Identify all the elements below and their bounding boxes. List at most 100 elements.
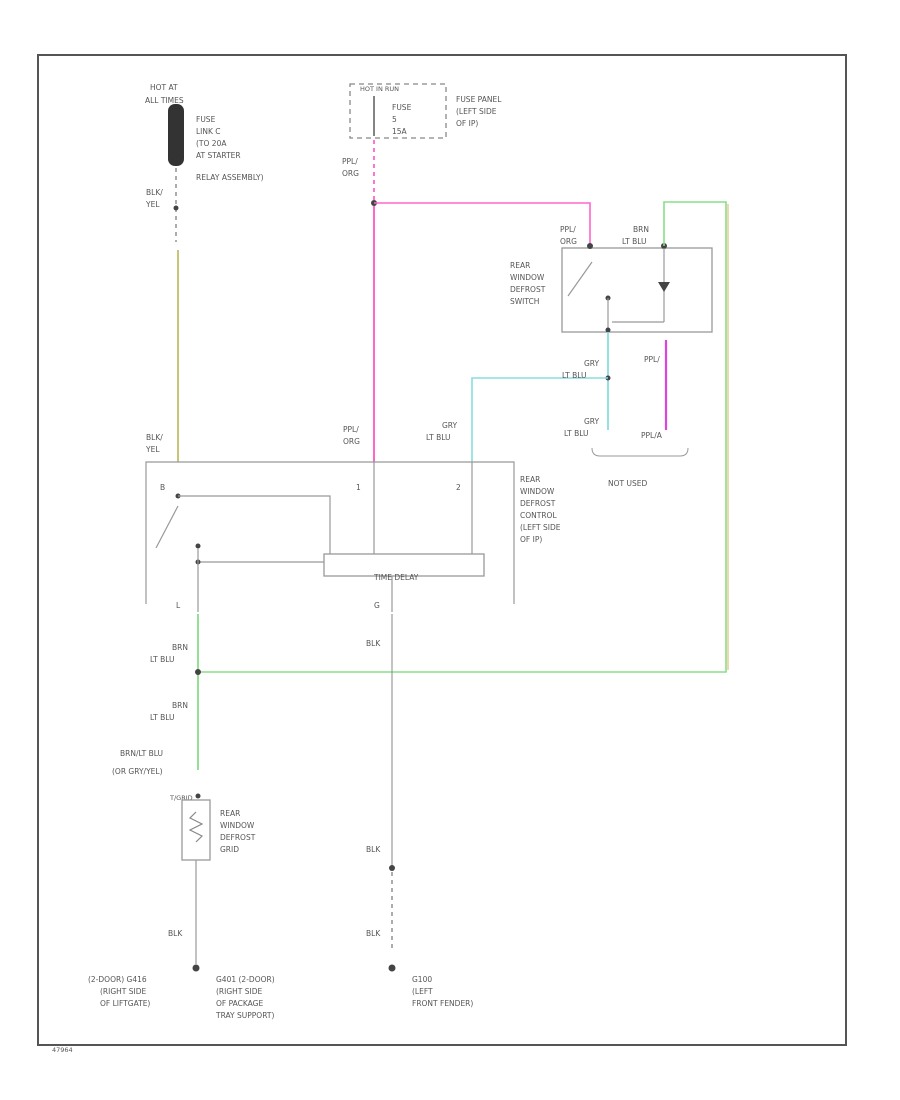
- svg-text:5: 5: [392, 115, 397, 124]
- relay-coil-lead: [178, 495, 331, 561]
- switch-terminal: [605, 327, 611, 333]
- defrost-control-label: REAR WINDOW DEFROST CONTROL (LEFT SIDE O…: [520, 475, 561, 544]
- relay-terminal: [195, 543, 201, 549]
- figure-id: 47964: [52, 1046, 73, 1054]
- svg-text:WINDOW: WINDOW: [520, 487, 555, 496]
- ground-g100-label: G100 (LEFT FRONT FENDER): [412, 975, 473, 1008]
- svg-text:YEL: YEL: [145, 445, 160, 454]
- svg-text:DEFROST: DEFROST: [220, 833, 256, 842]
- svg-text:DEFROST: DEFROST: [510, 285, 546, 294]
- svg-text:REAR: REAR: [510, 261, 530, 270]
- svg-text:BRN: BRN: [172, 701, 188, 710]
- pin-l: L: [176, 601, 181, 610]
- svg-text:LT BLU: LT BLU: [150, 713, 175, 722]
- wire-label-gry-ltblu-control: GRY LT BLU: [426, 421, 458, 442]
- svg-text:OF IP): OF IP): [520, 535, 542, 544]
- wire-ppl-org-to-switch: [374, 202, 591, 245]
- pin-2: 2: [456, 483, 461, 492]
- switch-contact: [567, 261, 593, 297]
- svg-text:OF PACKAGE: OF PACKAGE: [216, 999, 263, 1008]
- svg-text:(LEFT: (LEFT: [412, 987, 433, 996]
- svg-text:GRY: GRY: [584, 417, 600, 426]
- fuse-panel-label: FUSE PANEL (LEFT SIDE OF IP): [456, 95, 502, 128]
- defrost-switch-label: REAR WINDOW DEFROST SWITCH: [510, 261, 546, 306]
- ground-g401: [192, 964, 200, 972]
- defrost-grid-element: [188, 811, 204, 843]
- svg-text:REAR: REAR: [220, 809, 240, 818]
- wire-label-ppl-org-top: PPL/ ORG: [342, 157, 359, 178]
- svg-text:CONTROL: CONTROL: [520, 511, 557, 520]
- svg-text:GRY: GRY: [584, 359, 600, 368]
- wire-label-ppl-nu: PPL/: [644, 355, 660, 364]
- pin-g: G: [374, 601, 380, 610]
- wire-label-ppl-org-switch: PPL/ ORG: [560, 225, 577, 246]
- svg-text:(LEFT SIDE: (LEFT SIDE: [520, 523, 561, 532]
- grid-tag: T/GRID: [169, 794, 193, 802]
- switch-indicator-lamp: [658, 282, 670, 292]
- svg-text:GRID: GRID: [220, 845, 239, 854]
- svg-text:RELAY ASSEMBLY): RELAY ASSEMBLY): [196, 173, 264, 182]
- svg-text:BRN: BRN: [172, 643, 188, 652]
- wire-label-brn-ltblu-mid: BRN LT BLU: [150, 643, 188, 664]
- switch-terminal: [587, 243, 593, 249]
- svg-text:DEFROST: DEFROST: [520, 499, 556, 508]
- wire-label-blk-ground2: BLK: [366, 929, 381, 938]
- time-delay-label: TIME DELAY: [373, 573, 419, 582]
- defrost-grid-box: [181, 799, 211, 861]
- wire-label-blk-delay: BLK: [366, 639, 381, 648]
- svg-text:AT STARTER: AT STARTER: [196, 151, 241, 160]
- defrost-grid-label: REAR WINDOW DEFROST GRID: [220, 809, 256, 854]
- svg-text:G401 (2-DOOR): G401 (2-DOOR): [216, 975, 275, 984]
- svg-text:OF LIFTGATE): OF LIFTGATE): [100, 999, 150, 1008]
- wire-label-blk-grid-ground: BLK: [168, 929, 183, 938]
- svg-text:LT BLU: LT BLU: [562, 371, 587, 380]
- svg-text:LT BLU: LT BLU: [564, 429, 589, 438]
- svg-text:ORG: ORG: [343, 437, 360, 446]
- svg-text:LINK C: LINK C: [196, 127, 221, 136]
- svg-text:REAR: REAR: [520, 475, 540, 484]
- wire-label-brn-ltblu-switch: BRN LT BLU: [622, 225, 649, 246]
- svg-text:(2-DOOR) G416: (2-DOOR) G416: [88, 975, 147, 984]
- svg-text:(TO 20A: (TO 20A: [196, 139, 227, 148]
- svg-text:ORG: ORG: [560, 237, 577, 246]
- svg-text:(RIGHT SIDE: (RIGHT SIDE: [100, 987, 147, 996]
- pin-1: 1: [356, 483, 361, 492]
- wire-label-blk-yel-top: BLK/ YEL: [145, 188, 163, 209]
- svg-text:G100: G100: [412, 975, 432, 984]
- svg-text:FUSE: FUSE: [392, 103, 412, 112]
- fuse-link-c: [168, 104, 184, 166]
- wire-label-gry-ltblu-nu: GRY LT BLU: [564, 417, 600, 438]
- splice-dot: [195, 669, 201, 675]
- svg-text:FUSE: FUSE: [196, 115, 216, 124]
- defrost-switch-box: [561, 247, 713, 333]
- svg-text:ALL TIMES: ALL TIMES: [145, 96, 184, 105]
- control-box: [145, 461, 515, 604]
- wire-label-brn-ltblu-low: BRN LT BLU: [150, 701, 188, 722]
- wire-label-brn-ltblu-grid: BRN/LT BLU (OR GRY/YEL): [112, 749, 163, 776]
- not-used-label: NOT USED: [608, 479, 647, 488]
- ground-g100: [388, 964, 396, 972]
- svg-text:YEL: YEL: [145, 200, 160, 209]
- svg-text:BRN: BRN: [633, 225, 649, 234]
- time-delay-box: [323, 553, 485, 577]
- wire-label-gry-ltblu-switch: GRY LT BLU: [562, 359, 600, 380]
- svg-text:GRY: GRY: [442, 421, 458, 430]
- svg-text:WINDOW: WINDOW: [510, 273, 545, 282]
- wire-gry-ltblu-to-control: [471, 377, 608, 462]
- svg-text:BLK/: BLK/: [146, 433, 163, 442]
- wire-label-ppl-nu2: PPL/A: [641, 431, 663, 440]
- ground-g401-label: G401 (2-DOOR) (RIGHT SIDE OF PACKAGE TRA…: [215, 975, 275, 1020]
- connector-dot: [389, 865, 395, 871]
- wire-brn-ltblu-loop: [198, 201, 727, 673]
- wire-label-ppl-org-control: PPL/ ORG: [343, 425, 360, 446]
- splice-dot: [195, 793, 201, 799]
- svg-text:PPL/: PPL/: [343, 425, 359, 434]
- svg-text:FUSE PANEL: FUSE PANEL: [456, 95, 502, 104]
- relay-contact: [155, 505, 179, 549]
- svg-text:TRAY SUPPORT): TRAY SUPPORT): [215, 1011, 274, 1020]
- svg-text:PPL/: PPL/: [560, 225, 576, 234]
- fuse-5-label: FUSE 5 15A: [392, 103, 412, 136]
- svg-text:15A: 15A: [392, 127, 408, 136]
- connector-dot: [173, 205, 179, 211]
